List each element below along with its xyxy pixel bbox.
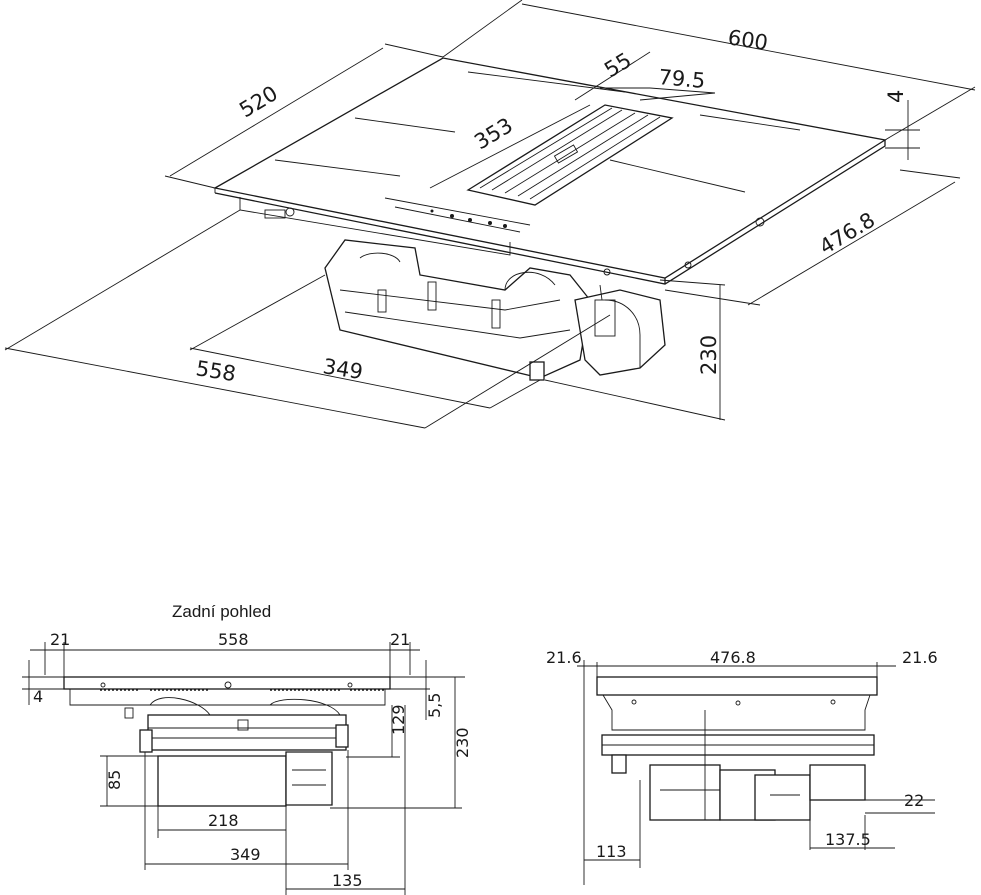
- dim-4: 4: [884, 90, 908, 103]
- dim-55: 55: [600, 48, 635, 82]
- control-panel: [384, 197, 531, 233]
- side-glass-plate: [596, 676, 878, 696]
- side-dim-21-6-right: 21.6: [902, 648, 938, 667]
- extractor-unit: [324, 239, 666, 381]
- rear-glass-plate: [63, 676, 391, 690]
- rear-dim-135: 135: [332, 871, 363, 890]
- rear-view-caption: Zadní pohled: [172, 602, 271, 621]
- rear-duct: [157, 755, 287, 807]
- dim-520: 520: [235, 81, 282, 122]
- rear-dim-85: 85: [105, 770, 124, 790]
- side-view: 21.6 476.8 21.6 22 113 137.5: [546, 648, 938, 885]
- rear-dim-349: 349: [230, 845, 261, 864]
- rear-dimension-labels: 21 558 21 4 5,5 129 230 85 218 349 135: [33, 630, 472, 890]
- dim-558: 558: [194, 356, 237, 386]
- rear-dim-218: 218: [208, 811, 239, 830]
- side-dimension-labels: 21.6 476.8 21.6 22 113 137.5: [546, 648, 938, 861]
- dim-600: 600: [726, 25, 769, 55]
- dim-79-5: 79.5: [658, 65, 707, 93]
- side-body: [601, 710, 875, 821]
- side-dimension-lines: [577, 660, 935, 885]
- rear-dim-129: 129: [389, 704, 408, 735]
- side-dim-476-8: 476.8: [710, 648, 756, 667]
- isometric-view: [213, 57, 887, 381]
- dim-230: 230: [697, 335, 721, 375]
- ventilation-grille: [466, 104, 674, 206]
- rear-body: [124, 697, 349, 807]
- rear-dim-21-left: 21: [50, 630, 70, 649]
- rear-dim-558: 558: [218, 630, 249, 649]
- dim-349: 349: [321, 354, 364, 384]
- rear-dim-5-5: 5,5: [425, 693, 444, 718]
- side-dim-21-6-left: 21.6: [546, 648, 582, 667]
- rear-dim-230: 230: [453, 727, 472, 758]
- side-dim-137-5: 137.5: [825, 830, 871, 849]
- rear-dimension-lines: [22, 642, 465, 895]
- rear-view: Zadní pohled: [22, 602, 472, 895]
- rear-dim-21-right: 21: [390, 630, 410, 649]
- side-dim-22: 22: [904, 791, 924, 810]
- side-dim-113: 113: [596, 842, 627, 861]
- dim-476-8: 476.8: [815, 208, 879, 260]
- rear-dim-4: 4: [33, 687, 43, 706]
- iso-dimension-lines: [4, 0, 976, 429]
